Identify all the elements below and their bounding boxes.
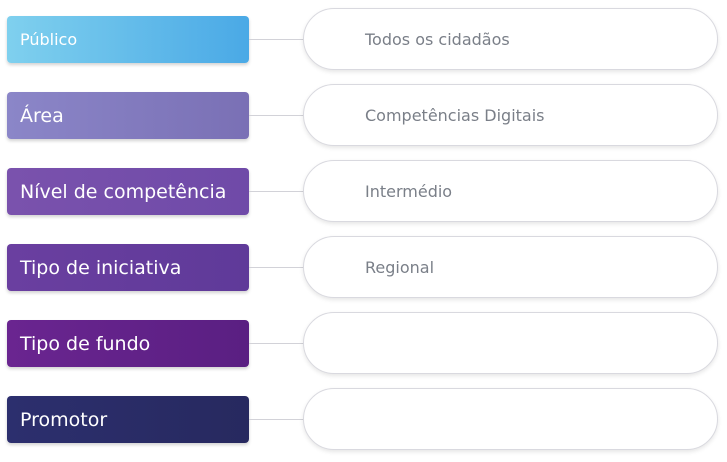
value-field-promotor[interactable] [303, 388, 718, 450]
connector-line [249, 343, 305, 344]
value-field-tipo-fundo[interactable] [303, 312, 718, 374]
row-publico: Público Todos os cidadãos [0, 8, 727, 72]
connector-line [249, 39, 305, 40]
value-field-nivel-competencia[interactable]: Intermédio [303, 160, 718, 222]
connector-line [249, 419, 305, 420]
row-area: Área Competências Digitais [0, 84, 727, 148]
value-field-publico[interactable]: Todos os cidadãos [303, 8, 718, 70]
label-nivel-competencia: Nível de competência [7, 168, 249, 215]
label-area: Área [7, 92, 249, 139]
value-tipo-iniciativa: Regional [365, 257, 435, 277]
connector-line [249, 267, 305, 268]
value-field-area[interactable]: Competências Digitais [303, 84, 718, 146]
label-tipo-fundo: Tipo de fundo [7, 320, 249, 367]
row-tipo-fundo: Tipo de fundo [0, 312, 727, 376]
value-publico: Todos os cidadãos [365, 29, 510, 49]
value-area: Competências Digitais [365, 105, 545, 125]
label-promotor: Promotor [7, 396, 249, 443]
value-nivel-competencia: Intermédio [365, 181, 453, 201]
row-tipo-iniciativa: Tipo de iniciativa Regional [0, 236, 727, 300]
row-nivel-competencia: Nível de competência Intermédio [0, 160, 727, 224]
connector-line [249, 115, 305, 116]
connector-line [249, 191, 305, 192]
value-field-tipo-iniciativa[interactable]: Regional [303, 236, 718, 298]
row-promotor: Promotor [0, 388, 727, 452]
label-publico: Público [7, 16, 249, 63]
label-tipo-iniciativa: Tipo de iniciativa [7, 244, 249, 291]
